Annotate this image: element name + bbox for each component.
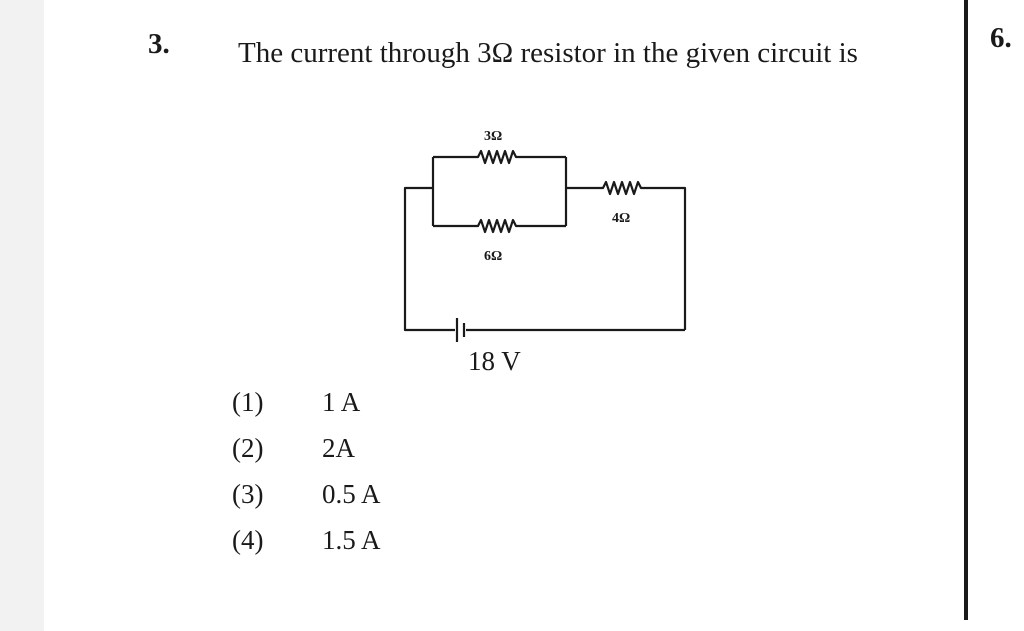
option-text: 0.5 A bbox=[322, 479, 381, 509]
option-number: (4) bbox=[232, 525, 264, 555]
resistor-6-ohm-label: 6Ω bbox=[484, 249, 502, 264]
question-number: 3. bbox=[148, 28, 170, 60]
option-text: 2A bbox=[322, 433, 355, 463]
option-4[interactable]: (4) 1.5 A bbox=[232, 525, 381, 556]
wire-series-branch bbox=[566, 180, 687, 330]
option-text: 1.5 A bbox=[322, 525, 381, 555]
question-text: The current through 3Ω resistor in the g… bbox=[238, 37, 858, 69]
resistor-4-ohm-label: 4Ω bbox=[612, 211, 630, 226]
resistor-3-ohm-label: 3Ω bbox=[484, 129, 502, 144]
wire-bottom-branch bbox=[433, 218, 566, 234]
option-number: (1) bbox=[232, 387, 264, 417]
option-1[interactable]: (1) 1 A bbox=[232, 387, 360, 418]
wire-outer-left bbox=[403, 186, 455, 332]
option-3[interactable]: (3) 0.5 A bbox=[232, 479, 381, 510]
next-question-number: 6. bbox=[990, 22, 1012, 54]
option-2[interactable]: (2) 2A bbox=[232, 433, 355, 464]
option-text: 1 A bbox=[322, 387, 361, 417]
wire-top-branch bbox=[433, 149, 566, 165]
column-divider bbox=[964, 0, 968, 620]
option-number: (3) bbox=[232, 479, 264, 509]
battery-voltage-label: 18 V bbox=[468, 346, 521, 376]
option-number: (2) bbox=[232, 433, 264, 463]
page-background bbox=[44, 0, 1024, 631]
